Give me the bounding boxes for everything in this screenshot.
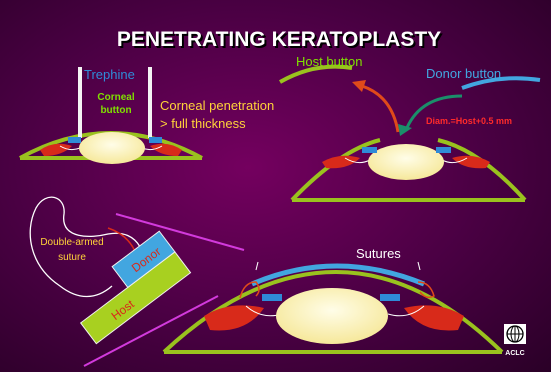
host-arrow-head [352, 80, 366, 92]
corneal-button-label-2: button [100, 105, 131, 116]
bottom-right-eye-diagram [164, 262, 502, 352]
top-right-eye-diagram [280, 67, 540, 200]
magenta-line-top [116, 214, 244, 250]
host-edge-right [436, 147, 451, 153]
donor-button-label: Donor button [426, 66, 501, 81]
trephine-blade-right [148, 67, 152, 138]
penetration-label-2: > full thickness [160, 116, 246, 131]
trephine-label: Trephine [84, 67, 135, 82]
cornea-arc-open-right [438, 140, 525, 200]
slide-title: PENETRATING KERATOPLASTY [117, 28, 441, 51]
lens-3 [276, 288, 388, 344]
sutures-label: Sutures [356, 246, 401, 261]
double-armed-suture-label-1: Double-armed [40, 237, 103, 248]
diameter-note: Diam.=Host+0.5 mm [426, 116, 512, 126]
lens [79, 132, 145, 164]
donor-arrow-head [398, 124, 412, 136]
iris-right-3 [404, 305, 464, 330]
iris-left-3 [204, 305, 264, 330]
corneal-button-label-1: Corneal [97, 92, 134, 103]
graft-edge-left [262, 294, 282, 301]
double-armed-suture-label-2: suture [58, 252, 86, 263]
aclc-logo: ACLC [504, 324, 526, 357]
logo-text: ACLC [505, 350, 524, 357]
host-arrow [362, 86, 398, 132]
host-edge-left [362, 147, 377, 153]
trephine-blade-left [78, 67, 82, 138]
lens-2 [368, 144, 444, 180]
trephine-edge-left [68, 137, 81, 143]
host-button-label: Host button [296, 54, 363, 69]
graft-edge-right [380, 294, 400, 301]
penetration-label-1: Corneal penetration [160, 98, 274, 113]
bottom-left-suture-diagram: Host Donor [30, 197, 244, 366]
trephine-edge-right [149, 137, 162, 143]
